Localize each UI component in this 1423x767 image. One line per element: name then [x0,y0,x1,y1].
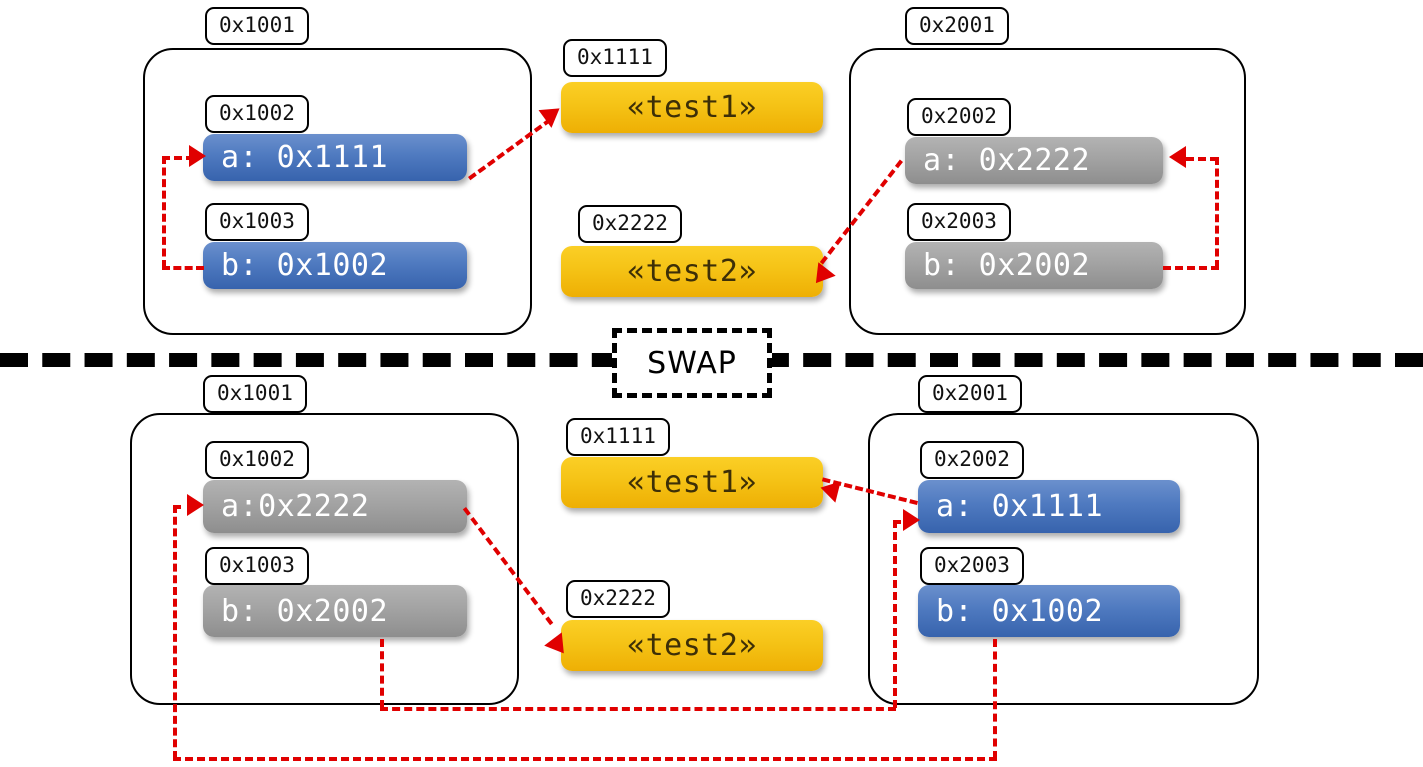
before-left-slot-1-address: 0x1003 [205,203,309,241]
after-left-slot-0-address: 0x1002 [205,441,309,479]
after-heap-0-address: 0x1111 [566,418,670,456]
after-left-stack-frame [130,413,519,705]
before-left-slot-0-address: 0x1002 [205,95,309,133]
before-right-slot-1[interactable]: b: 0x2002 [905,242,1163,289]
before-left-b-pointer-segment-h2 [162,156,194,160]
after-right-b-pointer-segment-across [173,757,997,761]
after-left-slot-1[interactable]: b: 0x2002 [203,585,467,637]
after-right-slot-0-address: 0x2002 [920,441,1024,479]
after-right-slot-1-address: 0x2003 [920,547,1024,585]
after-left-slot-1-address: 0x1003 [205,547,309,585]
before-left-b-pointer-segment-v [162,156,166,268]
after-right-frame-address: 0x2001 [918,375,1022,413]
before-left-frame-address: 0x1001 [205,7,309,45]
before-left-b-pointer-segment-h1 [162,266,204,270]
before-left-slot-1[interactable]: b: 0x1002 [203,242,467,289]
before-right-b-pointer-segment-h2 [1186,157,1218,161]
after-heap-1-address: 0x2222 [566,580,670,618]
before-right-b-pointer-segment-v [1215,157,1219,268]
after-heap-0-object[interactable]: «test1» [561,457,823,508]
after-right-slot-1[interactable]: b: 0x1002 [918,585,1180,637]
before-right-stack-frame [849,48,1246,335]
after-right-b-pointer-segment-up [173,505,177,759]
after-left-b-pointer-segment-up [893,520,897,708]
after-heap-1-object[interactable]: «test2» [561,620,823,671]
after-left-b-pointer-arrowhead [903,509,920,531]
before-right-b-pointer-segment-h1 [1163,266,1219,270]
before-heap-1-object[interactable]: «test2» [561,246,823,297]
before-left-slot-0[interactable]: a: 0x1111 [203,134,467,181]
before-heap-0-object[interactable]: «test1» [561,82,823,133]
before-left-b-pointer-arrowhead [189,145,206,167]
after-right-slot-0[interactable]: a: 0x1111 [918,480,1180,533]
before-right-frame-address: 0x2001 [905,7,1009,45]
before-right-slot-1-address: 0x2003 [907,203,1011,241]
before-right-b-pointer-arrowhead [1169,146,1186,168]
after-right-b-pointer-segment-down [993,639,997,759]
before-right-slot-0[interactable]: a: 0x2222 [905,137,1163,184]
after-left-slot-0[interactable]: a:0x2222 [203,480,467,533]
after-right-a-to-test1-arrowhead [817,476,841,503]
after-right-b-pointer-segment-in [173,505,195,509]
after-left-frame-address: 0x1001 [203,375,307,413]
swap-label: SWAP [612,328,772,398]
after-right-b-pointer-arrowhead [187,494,204,516]
before-left-stack-frame [143,48,532,335]
after-left-b-pointer-segment-across [380,707,896,711]
before-right-slot-0-address: 0x2002 [907,98,1011,136]
before-heap-1-address: 0x2222 [578,205,682,243]
after-left-b-pointer-segment-down [380,639,384,708]
before-heap-0-address: 0x1111 [563,39,667,77]
